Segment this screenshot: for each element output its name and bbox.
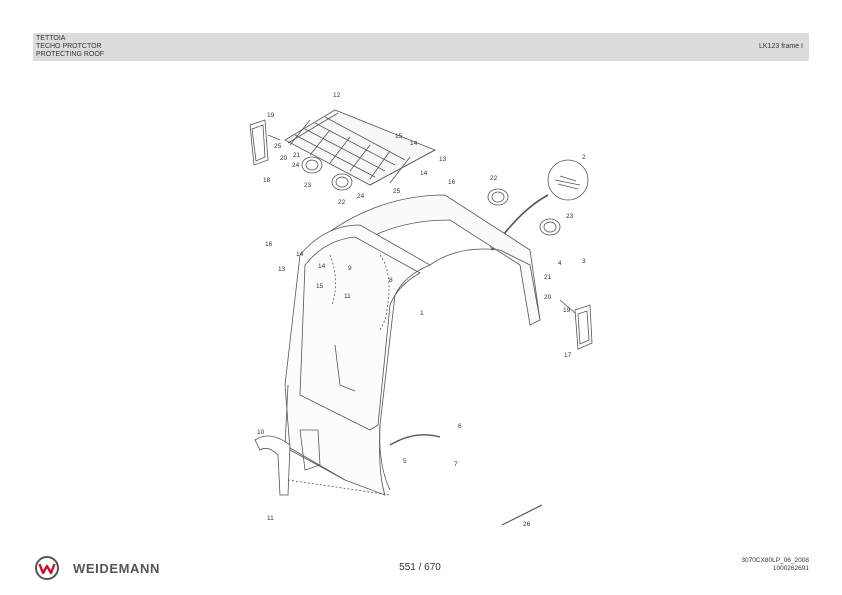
callout: 18 <box>263 177 271 184</box>
callout: 10 <box>257 429 265 436</box>
title-block: TETTOIA TECHO PROTCTOR PROTECTING ROOF <box>36 35 104 59</box>
callout: 21 <box>544 274 552 281</box>
callout: 26 <box>523 521 531 528</box>
callout: 4 <box>558 260 562 267</box>
callout: 13 <box>278 266 286 273</box>
callout: 5 <box>403 458 407 465</box>
frame-label: LK123 frame I <box>759 43 803 50</box>
callout: 13 <box>439 156 447 163</box>
callout: 12 <box>333 92 341 99</box>
document-reference: 3070CX80LP_06_2008 1000262691 <box>741 557 809 573</box>
callout: 14 <box>318 263 326 270</box>
callout: 14 <box>410 140 418 147</box>
document-code: 3070CX80LP_06_2008 <box>741 557 809 564</box>
brand-name: WEIDEMANN <box>73 560 161 576</box>
callout: 19 <box>267 112 275 119</box>
callout: 14 <box>296 251 304 258</box>
mirror-right <box>559 299 593 350</box>
header-bar: TETTOIA TECHO PROTCTOR PROTECTING ROOF L… <box>33 33 809 61</box>
callout: 25 <box>393 188 401 195</box>
callout: 16 <box>448 179 456 186</box>
callout: 15 <box>395 133 403 140</box>
callout: 16 <box>265 241 273 248</box>
callout: 20 <box>544 294 552 301</box>
callout: 6 <box>458 423 462 430</box>
callout: 24 <box>357 193 365 200</box>
work-lights <box>301 156 561 236</box>
weidemann-logo-icon <box>35 556 59 580</box>
callout: 2 <box>582 154 586 161</box>
callout: 19 <box>563 307 571 314</box>
callout: 8 <box>389 277 393 284</box>
weidemann-logo: WEIDEMANN <box>35 556 160 580</box>
callout: 15 <box>316 283 324 290</box>
mirror-left <box>249 119 281 166</box>
callout: 21 <box>293 152 301 159</box>
cab-frame <box>284 194 541 496</box>
callout: 9 <box>348 265 352 272</box>
callout: 7 <box>454 461 458 468</box>
callout: 22 <box>338 199 346 206</box>
title-english: PROTECTING ROOF <box>36 51 105 58</box>
callout-labels: 12 19 25 20 21 24 23 18 22 24 25 15 14 1… <box>257 92 586 528</box>
callout: 1 <box>420 310 424 317</box>
document-number: 1000262691 <box>772 565 809 572</box>
exploded-parts-diagram: 12 19 25 20 21 24 23 18 22 24 25 15 14 1… <box>230 85 610 535</box>
title-italian: TETTOIA <box>36 35 66 42</box>
roof-rack <box>284 109 436 186</box>
callout: 23 <box>304 182 312 189</box>
fender-panel <box>254 435 391 496</box>
parts-drawing: 12 19 25 20 21 24 23 18 22 24 25 15 14 1… <box>249 92 593 528</box>
callout: 14 <box>420 170 428 177</box>
callout: 20 <box>280 155 288 162</box>
callout: 23 <box>566 213 574 220</box>
callout: 11 <box>344 293 351 300</box>
callout: 25 <box>274 143 282 150</box>
callout: 24 <box>292 162 300 169</box>
callout: 11 <box>267 515 274 522</box>
callout: 3 <box>582 258 586 265</box>
callout: 22 <box>490 175 498 182</box>
page-number: 551 / 670 <box>399 562 441 573</box>
title-spanish: TECHO PROTCTOR <box>36 43 102 50</box>
arc-and-rod <box>389 434 543 526</box>
callout: 17 <box>564 352 572 359</box>
